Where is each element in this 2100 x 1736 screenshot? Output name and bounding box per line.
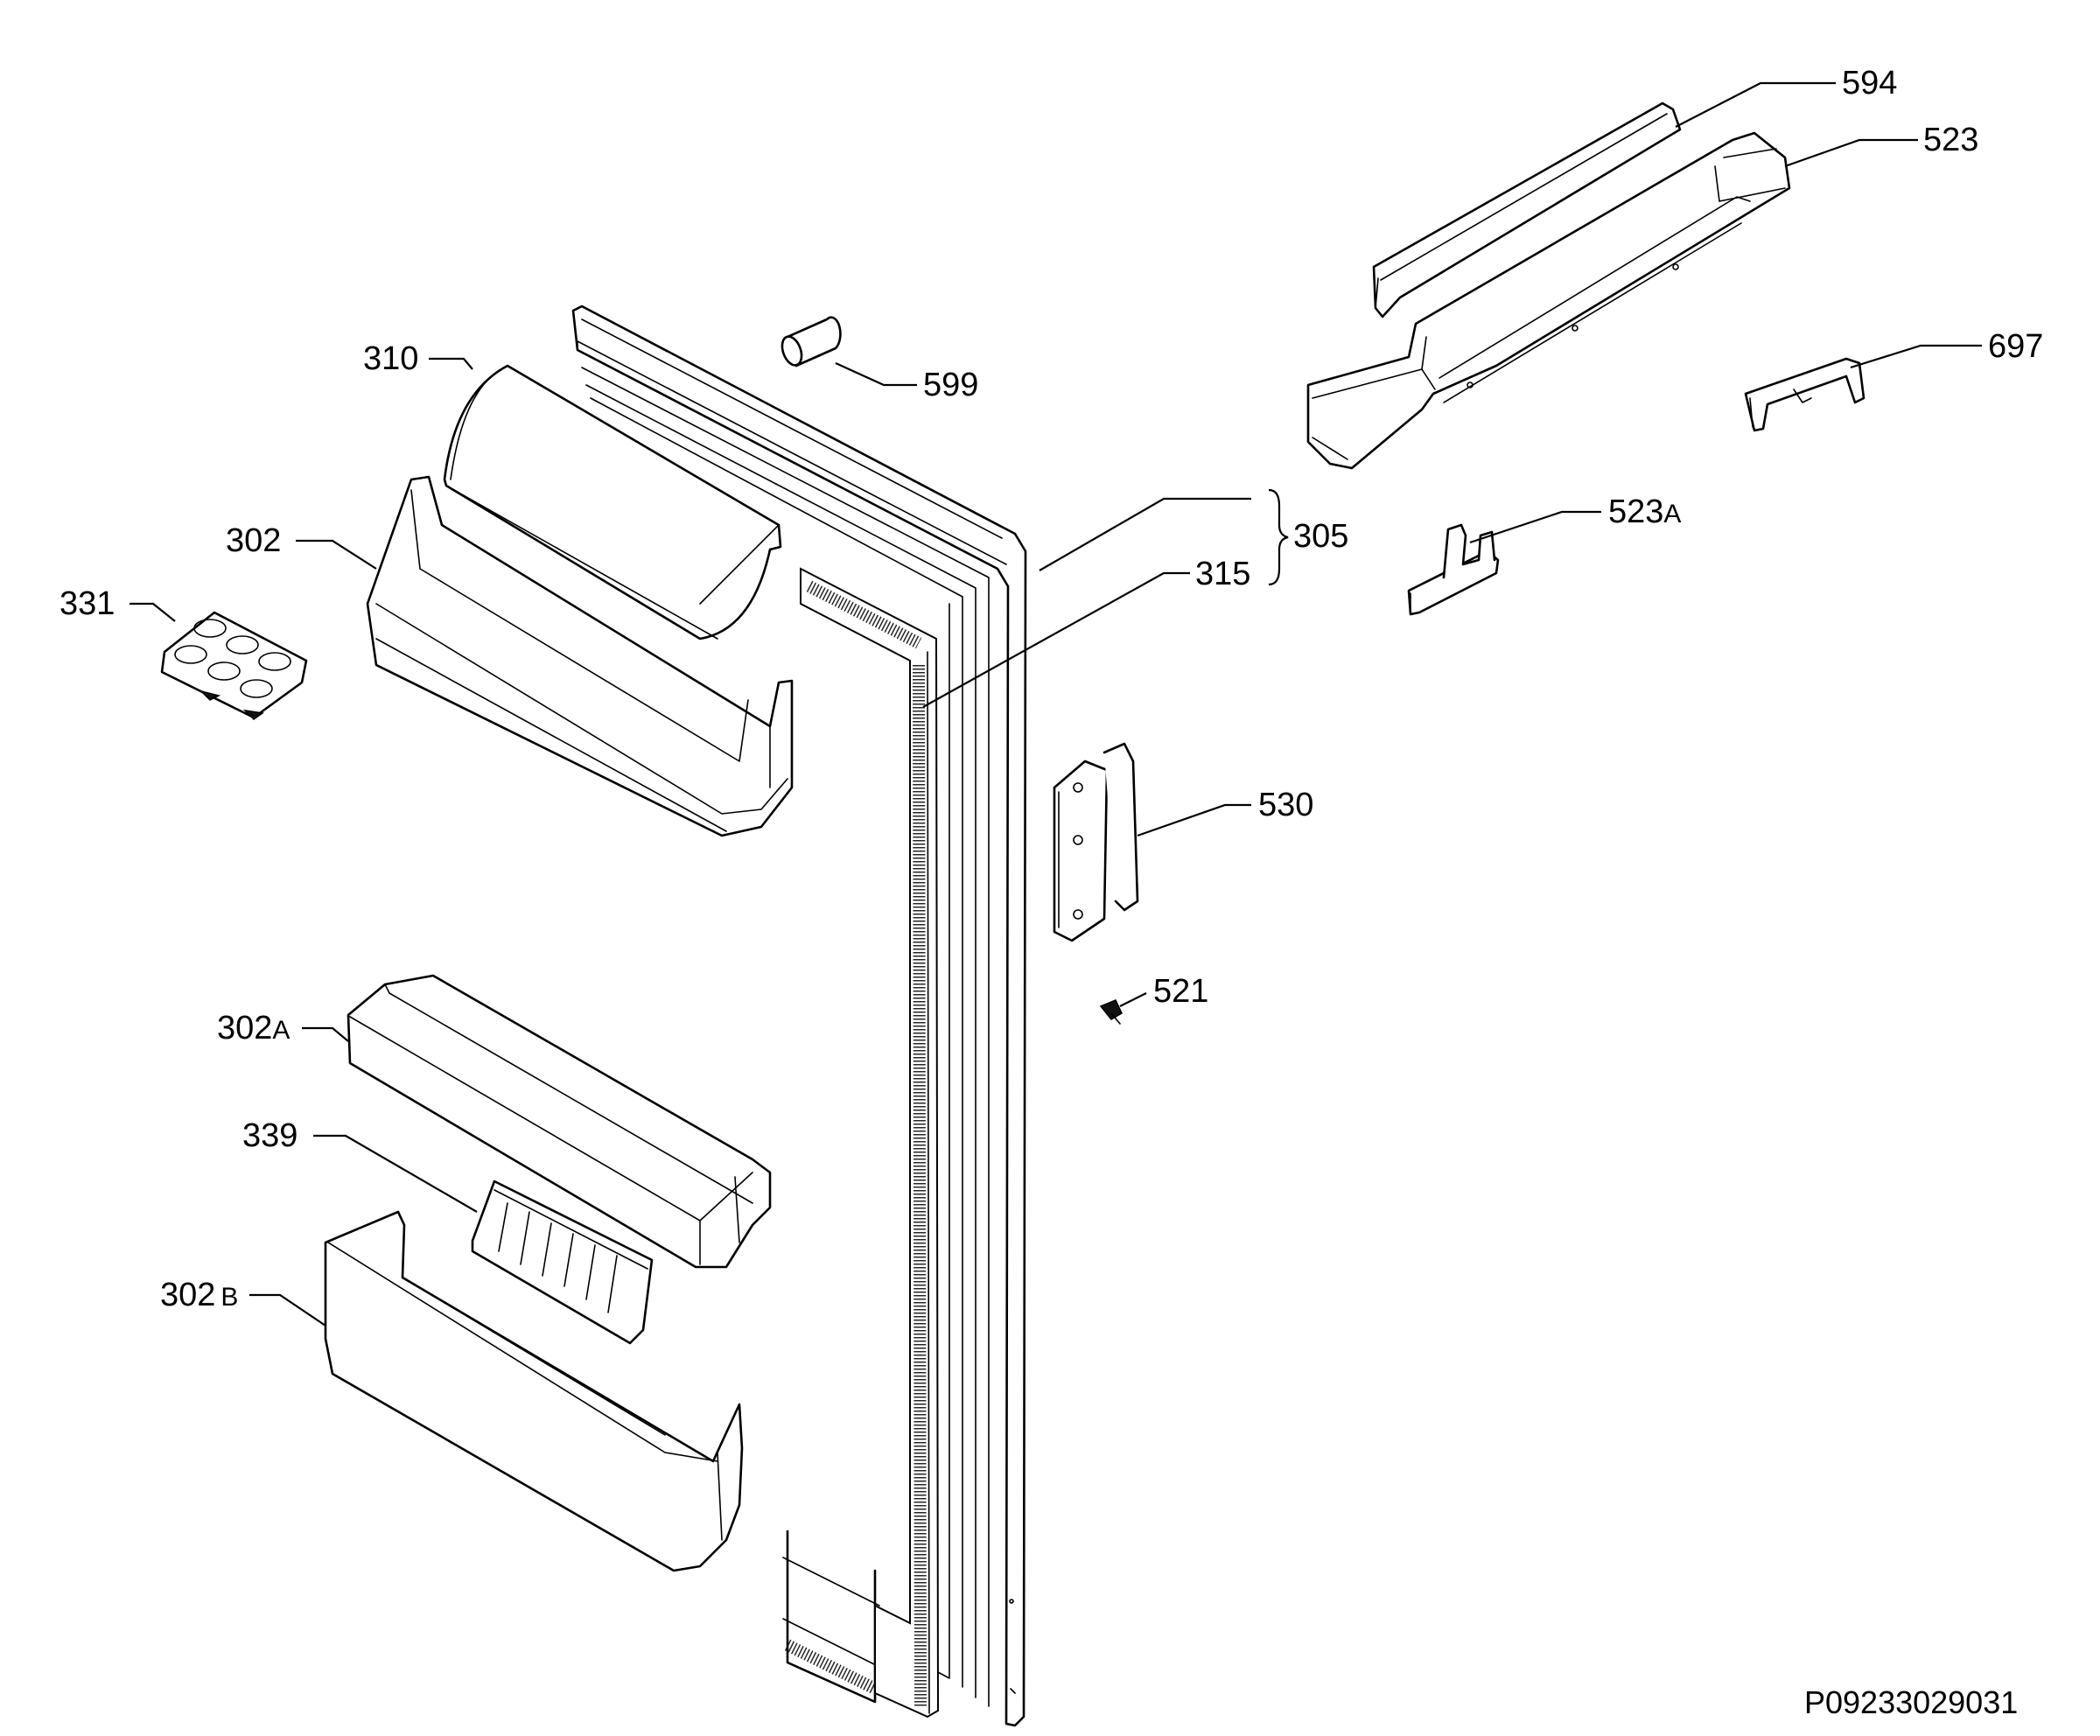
label-599: 599	[923, 367, 978, 403]
leader-530	[1137, 803, 1251, 837]
leader-339	[313, 1134, 478, 1213]
leader-521	[1119, 992, 1147, 1007]
leader-315	[922, 571, 1190, 708]
leader-302A	[302, 1026, 349, 1042]
leader-523A	[1469, 510, 1601, 544]
label-523A: 523A	[1608, 494, 1681, 530]
part-697-clip	[1744, 357, 1866, 432]
label-302: 302	[226, 522, 281, 559]
label-530: 530	[1258, 787, 1313, 823]
leader-310	[429, 357, 473, 370]
leader-331	[130, 602, 176, 622]
label-310: 310	[363, 340, 418, 377]
leader-697	[1850, 344, 1982, 369]
leader-594	[1675, 81, 1836, 128]
leader-lines	[130, 81, 1982, 1326]
part-594-handle-cover	[1372, 102, 1682, 318]
label-302A: 302A	[217, 1010, 290, 1046]
leader-302B	[249, 1293, 326, 1326]
label-594: 594	[1842, 65, 1897, 102]
leader-302	[296, 539, 377, 570]
leader-523	[1784, 138, 1918, 168]
leader-599	[835, 361, 917, 387]
label-521: 521	[1153, 973, 1208, 1010]
part-302-door-shelf	[366, 475, 794, 837]
label-697: 697	[1988, 328, 2043, 365]
brace-305	[1268, 488, 1289, 586]
label-305: 305	[1293, 518, 1348, 555]
label-331: 331	[60, 585, 115, 622]
part-599-tube	[780, 316, 842, 368]
label-315: 315	[1195, 556, 1250, 592]
leader-305-shell	[1039, 497, 1251, 571]
part-521-screw	[1099, 999, 1123, 1025]
part-302B-door-shelf	[324, 1210, 744, 1572]
part-labels: 594 523 697 599 310 305 302 523A 315 331…	[60, 65, 2043, 1313]
part-310-flap	[443, 364, 782, 640]
part-302A-door-shelf	[346, 974, 772, 1269]
label-523: 523	[1923, 122, 1978, 158]
label-339: 339	[242, 1117, 298, 1154]
door-panel	[571, 304, 1027, 1727]
part-331-egg-tray	[160, 611, 308, 720]
part-523-handle	[1306, 131, 1791, 470]
part-530-hinge	[1053, 742, 1139, 942]
part-339-divider	[471, 1180, 654, 1345]
drawing-code: P09233029031	[1804, 1684, 2018, 1720]
